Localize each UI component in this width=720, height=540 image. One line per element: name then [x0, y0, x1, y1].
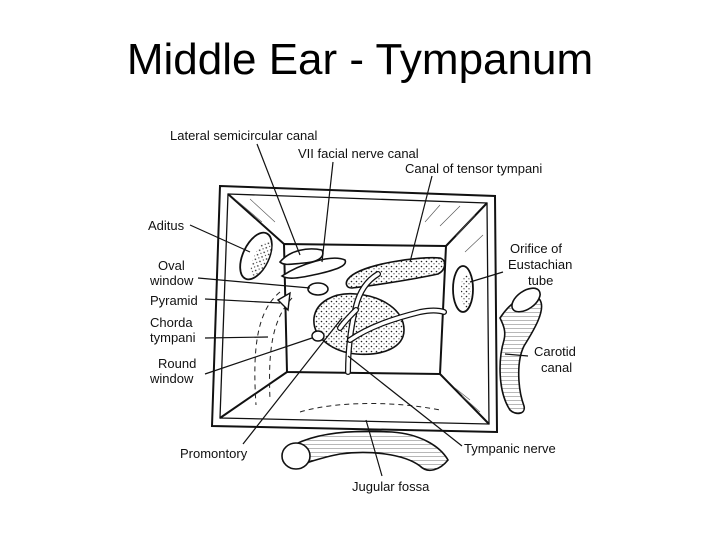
round-window-shape: [312, 331, 324, 341]
label-round-line2: window: [149, 371, 194, 386]
aditus-shape: [234, 228, 279, 284]
label-orifice-line1: Orifice of: [510, 241, 562, 256]
label-chorda-line2: tympani: [150, 330, 196, 345]
label-oval-line2: window: [149, 273, 194, 288]
label-canal-of-tensor-tympani: Canal of tensor tympani: [405, 161, 542, 176]
label-orifice-line2: Eustachian: [508, 257, 572, 272]
label-round-line1: Round: [158, 356, 196, 371]
jugular-fossa-tube: [282, 431, 448, 470]
label-pyramid: Pyramid: [150, 293, 198, 308]
pyramid-shape: [278, 293, 290, 310]
label-jugular-fossa: Jugular fossa: [352, 479, 430, 494]
oval-window-shape: [308, 283, 328, 295]
label-orifice-line3: tube: [528, 273, 553, 288]
eustachian-orifice: [453, 266, 473, 312]
tensor-tympani-canal: [346, 258, 444, 288]
label-vii-facial-nerve-canal: VII facial nerve canal: [298, 146, 419, 161]
label-chorda-line1: Chorda: [150, 315, 193, 330]
label-tympanic-nerve: Tympanic nerve: [464, 441, 556, 456]
label-promontory: Promontory: [180, 446, 248, 461]
label-oval-line1: Oval: [158, 258, 185, 273]
label-carotid-line2: canal: [541, 360, 572, 375]
canal-bumps: [280, 249, 345, 278]
label-lateral-semicircular-canal: Lateral semicircular canal: [170, 128, 318, 143]
label-aditus: Aditus: [148, 218, 185, 233]
label-carotid-line1: Carotid: [534, 344, 576, 359]
